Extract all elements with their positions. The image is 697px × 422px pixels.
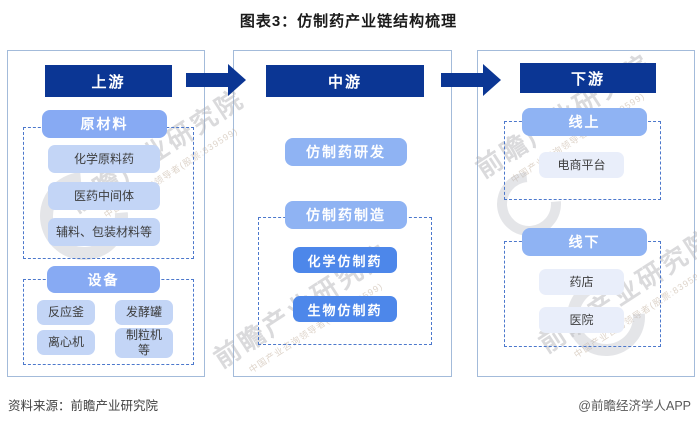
group-header-manufacturing: 仿制药制造 <box>285 201 407 229</box>
item-centrifuge: 离心机 <box>37 330 95 355</box>
item-generic-rnd: 仿制药研发 <box>285 138 407 166</box>
item-excipients-packaging: 辅料、包装材料等 <box>48 218 160 246</box>
item-biological-generics: 生物仿制药 <box>293 296 397 322</box>
item-granulator: 制粒机等 <box>115 328 173 358</box>
group-header-raw-materials: 原材料 <box>42 110 167 138</box>
panel-downstream <box>477 50 695 377</box>
item-pharmacy: 药店 <box>539 269 624 295</box>
group-header-online: 线上 <box>522 108 647 136</box>
source-note: 资料来源：前瞻产业研究院 <box>8 399 159 413</box>
group-border-manufacturing <box>258 217 432 345</box>
group-header-offline: 线下 <box>522 228 647 256</box>
header-midstream: 中游 <box>266 65 424 97</box>
chart-title: 图表3：仿制药产业链结构梳理 <box>239 13 458 30</box>
arrow-upstream-to-midstream <box>186 73 228 87</box>
arrow-midstream-to-downstream <box>441 73 483 87</box>
group-header-equipment: 设备 <box>47 266 160 293</box>
header-upstream: 上游 <box>45 65 172 97</box>
item-hospital: 医院 <box>539 307 624 333</box>
item-pharma-intermediates: 医药中间体 <box>48 182 160 210</box>
item-ecommerce-platform: 电商平台 <box>539 152 624 178</box>
arrow-head-icon <box>483 64 501 96</box>
header-downstream: 下游 <box>520 63 656 93</box>
item-fermentation-tank: 发酵罐 <box>115 300 173 325</box>
item-reaction-kettle: 反应釜 <box>37 300 95 325</box>
item-chemical-api: 化学原料药 <box>48 145 160 173</box>
item-chemical-generics: 化学仿制药 <box>293 247 397 273</box>
arrow-head-icon <box>228 64 246 96</box>
credit-note: @前瞻经济学人APP <box>578 399 691 413</box>
